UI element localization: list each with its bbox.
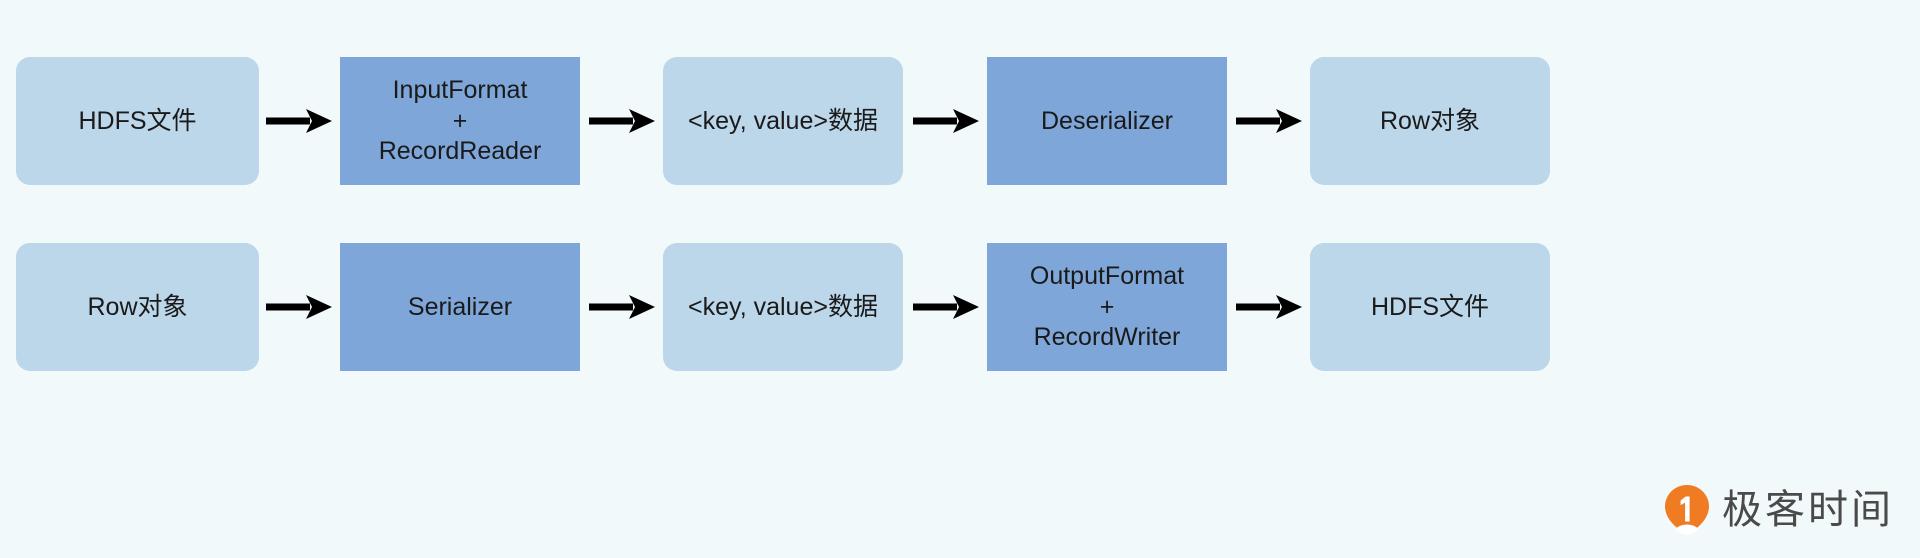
flow-node-label: InputFormat + RecordReader — [378, 76, 542, 166]
flow-node: Row对象 — [16, 243, 259, 371]
flow-arrow — [589, 294, 655, 320]
flow-node: InputFormat + RecordReader — [340, 57, 580, 185]
flow-node-label: Row对象 — [87, 292, 188, 321]
flow-arrow — [266, 294, 332, 320]
flow-row-read-path: HDFS文件 InputFormat + RecordReader <key, va… — [0, 57, 1920, 185]
flow-node: Serializer — [340, 243, 580, 371]
watermark-text: 极客时间 — [1722, 487, 1894, 533]
flow-node-label: OutputFormat + RecordWriter — [1029, 262, 1185, 352]
flow-node: HDFS文件 — [16, 57, 259, 185]
flow-arrow — [1236, 294, 1302, 320]
flow-node-label: HDFS文件 — [78, 106, 197, 135]
flow-node: HDFS文件 — [1310, 243, 1550, 371]
flow-node: Row对象 — [1310, 57, 1550, 185]
flow-row-write-path: Row对象 Serializer <key, value>数据 OutputForma… — [0, 243, 1920, 371]
geektime-pin-logo-icon — [1664, 484, 1710, 536]
flow-arrow — [913, 294, 979, 320]
flow-node: <key, value>数据 — [663, 57, 903, 185]
flow-node-label: Deserializer — [1041, 106, 1173, 135]
flow-arrow — [913, 108, 979, 134]
flow-node: OutputFormat + RecordWriter — [987, 243, 1227, 371]
flow-arrow — [589, 108, 655, 134]
flow-node-label: <key, value>数据 — [688, 106, 878, 135]
flow-node: Deserializer — [987, 57, 1227, 185]
watermark: 极客时间 — [1664, 484, 1894, 536]
flow-node-label: <key, value>数据 — [688, 292, 878, 321]
flow-arrow — [266, 108, 332, 134]
flow-node: <key, value>数据 — [663, 243, 903, 371]
flow-node-label: HDFS文件 — [1370, 292, 1490, 321]
flow-node-label: Serializer — [407, 292, 513, 321]
flow-arrow — [1236, 108, 1302, 134]
flow-node-label: Row对象 — [1379, 106, 1480, 135]
